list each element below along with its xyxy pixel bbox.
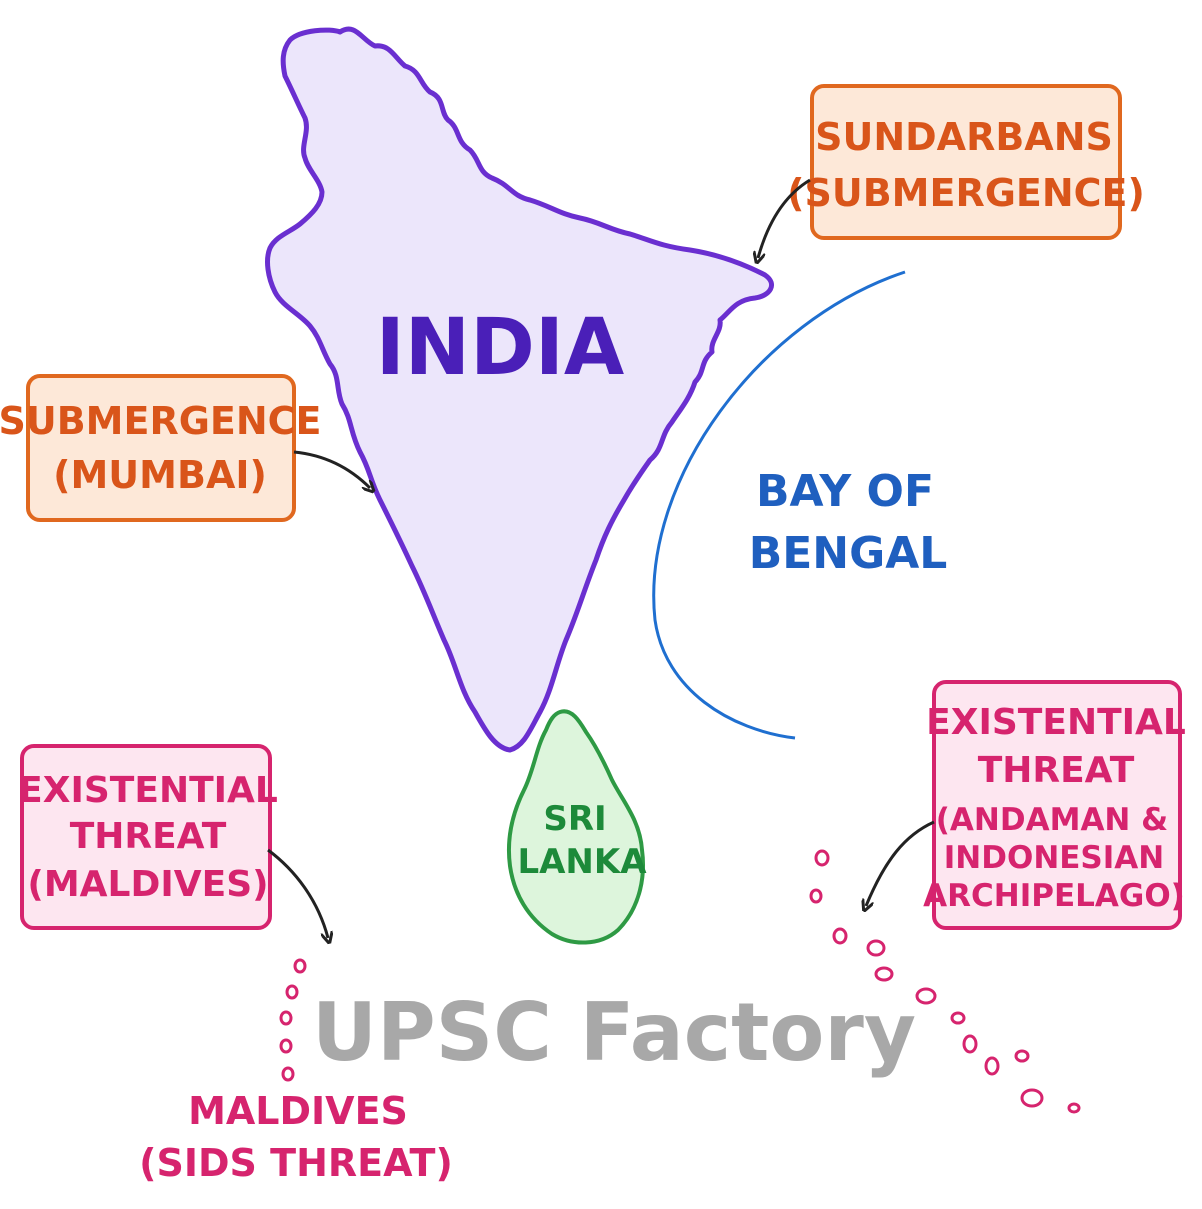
maldives-threat-callout-box bbox=[20, 744, 272, 930]
andaman-threat-line3: (ANDAMAN & bbox=[936, 802, 1168, 838]
sri-lanka-label-line1: SRI bbox=[543, 799, 606, 839]
andaman-archipelago-dots bbox=[809, 849, 1081, 1114]
maldives-threat-line1: EXISTENTIAL bbox=[18, 770, 278, 811]
maldives-island-dot bbox=[281, 1066, 295, 1082]
mumbai-callout-line1: SUBMERGENCE bbox=[0, 399, 322, 443]
archipelago-island-dot bbox=[832, 927, 848, 945]
andaman-threat-arrow bbox=[866, 820, 935, 906]
india-landmass bbox=[265, 26, 774, 753]
andaman-threat-callout-box bbox=[932, 680, 1182, 930]
maldives-island-dot bbox=[279, 1010, 293, 1026]
archipelago-island-dot bbox=[814, 849, 830, 867]
maldives-threat-arrow bbox=[267, 848, 328, 938]
andaman-threat-line5: ARCHIPELAGO) bbox=[923, 878, 1185, 914]
maldives-island-dots bbox=[279, 958, 307, 1082]
maldives-island-dot bbox=[285, 984, 299, 1000]
sundarbans-callout-line1: SUNDARBANS bbox=[815, 115, 1113, 159]
mumbai-callout-box bbox=[26, 374, 296, 522]
archipelago-island-dot bbox=[950, 1011, 966, 1025]
maldives-label-line2: (SIDS THREAT) bbox=[139, 1141, 453, 1185]
archipelago-island-dot bbox=[1020, 1088, 1044, 1108]
sundarbans-callout-line2: (SUBMERGENCE) bbox=[787, 171, 1145, 215]
archipelago-island-dot bbox=[915, 987, 937, 1005]
bay-of-bengal-label-line2: BENGAL bbox=[749, 528, 948, 579]
india-label: INDIA bbox=[376, 303, 624, 393]
archipelago-island-dot bbox=[1067, 1102, 1081, 1114]
sundarbans-callout-box bbox=[810, 84, 1122, 240]
bay-of-bengal-coast-curve bbox=[652, 270, 906, 740]
andaman-threat-line2: THREAT bbox=[978, 750, 1135, 791]
maldives-label-line1: MALDIVES bbox=[188, 1089, 408, 1133]
maldives-threat-line2: THREAT bbox=[70, 816, 227, 857]
archipelago-island-dot bbox=[1014, 1049, 1030, 1063]
archipelago-island-dot bbox=[962, 1034, 978, 1054]
maldives-island-dot bbox=[293, 958, 307, 974]
watermark-text: UPSC Factory bbox=[312, 986, 916, 1079]
sundarbans-arrow bbox=[758, 178, 811, 258]
archipelago-island-dot bbox=[874, 966, 894, 982]
sri-lanka-island bbox=[507, 709, 645, 945]
archipelago-island-dot bbox=[984, 1056, 1000, 1076]
maldives-threat-line3: (MALDIVES) bbox=[27, 864, 268, 905]
andaman-threat-line4: INDONESIAN bbox=[944, 840, 1164, 876]
maldives-island-dot bbox=[279, 1038, 293, 1054]
archipelago-island-dot bbox=[809, 888, 823, 904]
bay-of-bengal-label-line1: BAY OF bbox=[756, 466, 934, 517]
archipelago-island-dot bbox=[866, 939, 886, 957]
andaman-threat-line1: EXISTENTIAL bbox=[926, 702, 1186, 743]
mumbai-callout-line2: (MUMBAI) bbox=[53, 453, 267, 497]
sri-lanka-label-line2: LANKA bbox=[517, 842, 647, 882]
mumbai-arrow bbox=[293, 450, 370, 488]
